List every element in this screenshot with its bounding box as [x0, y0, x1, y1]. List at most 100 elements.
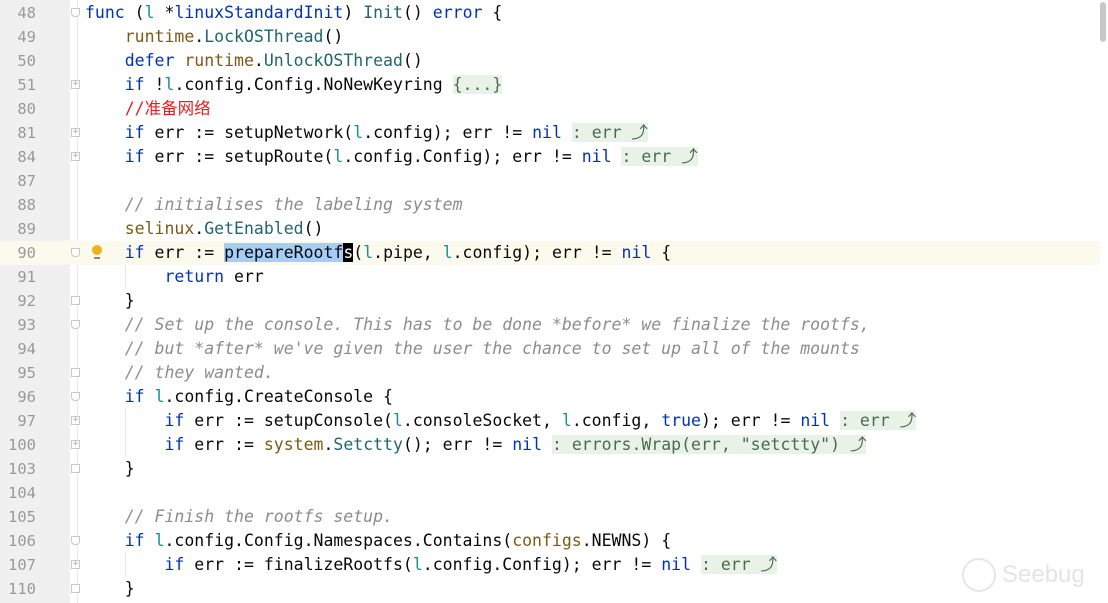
code-token: }	[85, 291, 135, 310]
code-line[interactable]: 91 return err	[0, 265, 1100, 289]
code-text: if err := setupRoute(l.config.Config); e…	[85, 145, 698, 169]
code-text: if err := setupNetwork(l.config); err !=…	[85, 121, 648, 145]
line-number: 97	[17, 412, 36, 430]
code-token: err := setupRoute(	[144, 147, 334, 166]
code-text: //准备网络	[85, 97, 211, 121]
code-line[interactable]: 96 if l.config.CreateConsole {	[0, 385, 1100, 409]
expand-fold-icon[interactable]: +	[71, 79, 80, 89]
folded-hint[interactable]: {...}	[452, 75, 503, 94]
code-token: return	[164, 267, 225, 286]
folded-hint[interactable]: : err ⤴	[700, 555, 778, 574]
collapse-fold-icon[interactable]	[71, 392, 80, 401]
code-token: *	[154, 3, 175, 22]
code-line[interactable]: 84+ if err := setupRoute(l.config.Config…	[0, 145, 1100, 169]
code-token	[85, 363, 125, 382]
code-token: .config.CreateConsole {	[164, 387, 393, 406]
code-line[interactable]: 92 }	[0, 289, 1100, 313]
code-token: runtime	[124, 27, 195, 46]
collapse-fold-icon[interactable]	[71, 368, 80, 377]
code-line[interactable]: 95 // they wanted.	[0, 361, 1100, 385]
expand-fold-icon[interactable]: +	[71, 439, 80, 449]
code-token	[85, 75, 125, 94]
collapse-fold-icon[interactable]	[71, 320, 80, 329]
line-number: 107	[8, 556, 36, 574]
collapse-fold-icon[interactable]	[71, 584, 80, 593]
code-token: nil	[512, 435, 543, 454]
code-token: err := setupNetwork(	[144, 123, 354, 142]
folded-hint[interactable]: : err ⤴	[840, 411, 917, 430]
code-line[interactable]: 107+ if err := finalizeRootfs(l.config.C…	[0, 553, 1100, 577]
code-token: // Finish the rootfs setup.	[124, 507, 393, 526]
code-token: .	[253, 51, 264, 70]
code-token: ()	[323, 27, 344, 46]
code-token: // but *after* we've given the user the …	[124, 339, 860, 358]
code-token	[85, 51, 125, 70]
collapse-fold-icon[interactable]	[71, 248, 80, 257]
code-line[interactable]: 49 runtime.LockOSThread()	[0, 25, 1100, 49]
code-line[interactable]: 50 defer runtime.UnlockOSThread()	[0, 49, 1100, 73]
collapse-fold-icon[interactable]	[71, 8, 80, 17]
code-line[interactable]: 51+ if !l.config.Config.NoNewKeyring {..…	[0, 73, 1100, 97]
folded-hint[interactable]: : errors.Wrap(err, "setctty") ⤴	[551, 435, 867, 454]
code-line[interactable]: 90 if err := prepareRootfs(l.pipe, l.con…	[0, 241, 1100, 265]
code-token	[85, 219, 125, 238]
folded-hint[interactable]: : err ⤴	[621, 147, 698, 166]
code-token: l	[412, 555, 423, 574]
code-line[interactable]: 106 if l.config.Config.Namespaces.Contai…	[0, 529, 1100, 553]
code-line[interactable]: 80 //准备网络	[0, 97, 1100, 121]
code-token	[85, 555, 164, 574]
code-line[interactable]: 93 // Set up the console. This has to be…	[0, 313, 1100, 337]
code-token	[85, 315, 125, 334]
folded-hint[interactable]: : err ⤴	[571, 123, 648, 142]
code-token: runtime	[184, 51, 254, 70]
expand-fold-icon[interactable]: +	[71, 415, 80, 425]
code-line[interactable]: 88 // initialises the labeling system	[0, 193, 1100, 217]
code-line[interactable]: 103 }	[0, 457, 1100, 481]
collapse-fold-icon[interactable]	[71, 464, 80, 473]
collapse-fold-icon[interactable]	[71, 296, 80, 305]
code-line[interactable]: 87	[0, 169, 1100, 193]
code-token: ()	[303, 219, 324, 238]
code-token: !	[144, 75, 165, 94]
expand-fold-icon[interactable]: +	[71, 127, 80, 137]
code-line[interactable]: 105 // Finish the rootfs setup.	[0, 505, 1100, 529]
code-token: func	[85, 3, 125, 22]
line-number: 105	[8, 508, 36, 526]
code-token: l	[154, 387, 165, 406]
line-number: 110	[8, 580, 36, 598]
code-token	[691, 555, 701, 574]
code-line[interactable]: 94 // but *after* we've given the user t…	[0, 337, 1100, 361]
code-line[interactable]: 97 + if err := setupConsole(l.consoleSock…	[0, 409, 1100, 433]
code-token: //准备网络	[124, 99, 211, 118]
code-token: configs	[512, 531, 582, 550]
code-line[interactable]: 104	[0, 481, 1100, 505]
code-text: if err := setupConsole(l.consoleSocket, …	[85, 409, 917, 433]
code-token: l	[164, 75, 175, 94]
code-line[interactable]: 81 + if err := setupNetwork(l.config); er…	[0, 121, 1100, 145]
code-line[interactable]: 89 selinux.GetEnabled()	[0, 217, 1100, 241]
code-token	[542, 435, 552, 454]
expand-fold-icon[interactable]: +	[71, 559, 80, 569]
code-token: GetEnabled	[204, 219, 304, 238]
code-token: if	[124, 531, 145, 550]
code-token: if	[124, 243, 145, 262]
vertical-scrollbar[interactable]	[1100, 2, 1106, 42]
line-number: 81	[17, 124, 36, 142]
code-token: l	[442, 243, 453, 262]
expand-fold-icon[interactable]: +	[71, 151, 80, 161]
collapse-fold-icon[interactable]	[71, 536, 80, 545]
code-line[interactable]: 100+ if err := system.Setctty(); err != …	[0, 433, 1100, 457]
code-token: )	[343, 3, 364, 22]
code-token	[85, 147, 125, 166]
code-token: l	[144, 3, 155, 22]
code-token: Setctty	[333, 435, 403, 454]
code-token: l	[561, 411, 572, 430]
line-number: 49	[17, 28, 36, 46]
code-token	[85, 99, 125, 118]
watermark-text: Seebug	[1002, 561, 1085, 588]
intention-bulb-icon[interactable]	[92, 245, 102, 259]
code-line[interactable]: 110 }	[0, 577, 1100, 601]
code-token: error	[432, 3, 483, 22]
